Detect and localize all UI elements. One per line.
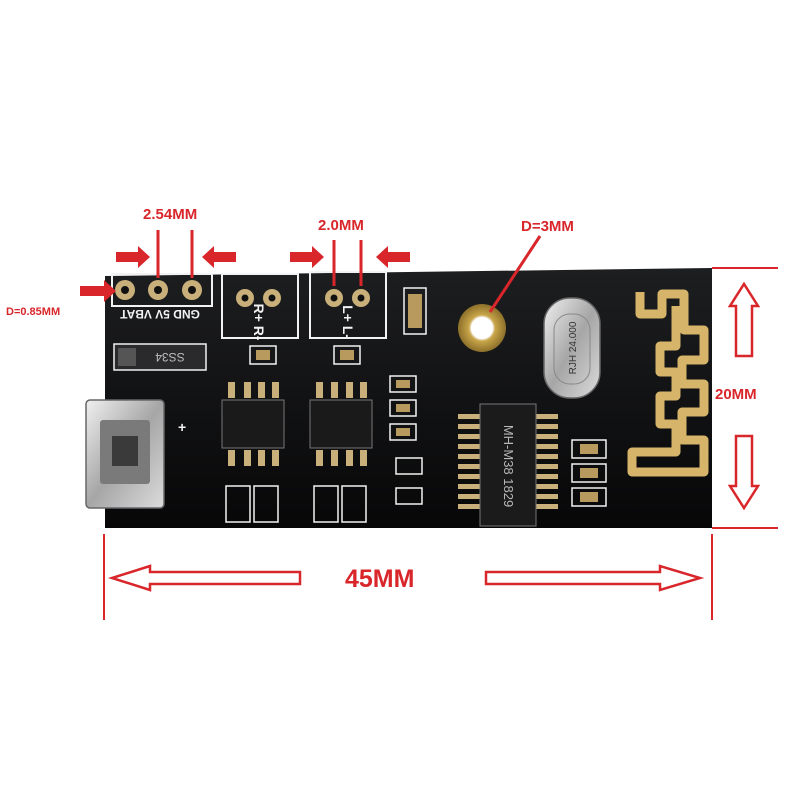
crystal-oscillator [543,297,601,399]
pin-diameter-label: D=0.85MM [6,306,61,318]
silk-pins-power: GND 5V VBAT [119,307,199,321]
silk-right-channel: R+ R- [251,304,267,341]
power-pin-header [111,273,213,307]
passive-components [225,287,607,523]
silk-diode: SS34 [155,350,185,364]
silk-main-chip: MH-M38 1829 [501,425,516,507]
right-speaker-pads [221,273,299,339]
silk-crystal: RJH 24.000 [568,321,579,374]
speaker-pitch-label: 2.0MM [318,217,364,234]
antenna-trace [627,289,709,477]
length-label: 45MM [345,565,415,593]
bluetooth-chip [458,403,558,527]
height-label: 20MM [715,386,757,403]
passive-component-bodies [256,294,598,502]
mount-hole-label: D=3MM [521,218,574,235]
amp-chip-left [309,382,373,466]
micro-usb-port [85,399,165,509]
pin-pitch-label: 2.54MM [143,206,198,223]
dimension-annotations [80,230,778,620]
left-speaker-pads [309,271,387,339]
silk-usb-polarity: + [178,419,186,435]
silk-left-channel: L+ L- [340,305,356,339]
diode [113,343,207,371]
mount-hole [458,304,506,352]
amp-chip-right [221,382,285,466]
